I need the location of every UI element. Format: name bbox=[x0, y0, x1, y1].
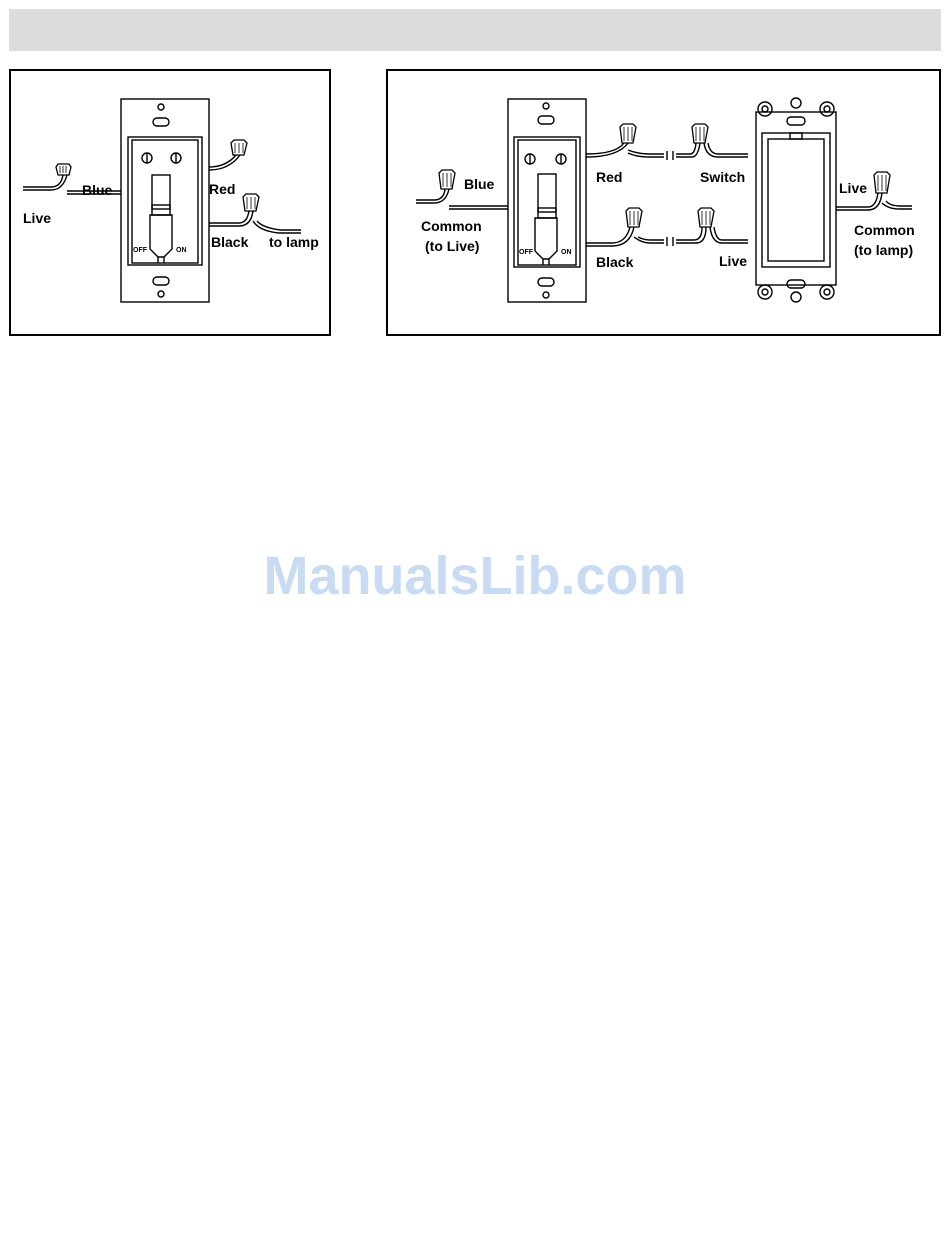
label-blue: Blue bbox=[82, 182, 113, 198]
label-red: Red bbox=[596, 169, 622, 185]
wire-black bbox=[209, 211, 249, 223]
label-switch: Switch bbox=[700, 169, 745, 185]
wire-red bbox=[586, 143, 624, 154]
watermark: ManualsLib.com bbox=[0, 545, 950, 607]
header-bar bbox=[9, 9, 941, 51]
label-black: Black bbox=[596, 254, 634, 270]
switch-body bbox=[128, 137, 202, 265]
label-on: ON bbox=[561, 249, 572, 256]
three-way-wiring-svg: Blue Common (to Live) Red Switch Black L… bbox=[388, 71, 943, 338]
label-live-right: Live bbox=[839, 180, 867, 196]
single-switch-wiring-diagram: Live Blue Red Black to lamp OFF ON bbox=[9, 69, 331, 336]
switch-body bbox=[514, 137, 580, 267]
wire-black bbox=[586, 227, 630, 243]
label-off: OFF bbox=[519, 249, 534, 256]
label-black: Black bbox=[211, 234, 249, 250]
label-common-lamp-line1: Common bbox=[854, 222, 915, 238]
label-red: Red bbox=[209, 181, 235, 197]
wall-plate bbox=[508, 99, 586, 302]
label-common-line2: (to Live) bbox=[425, 238, 479, 254]
label-blue: Blue bbox=[464, 176, 495, 192]
switch-rocker bbox=[768, 139, 824, 261]
wire-blue bbox=[23, 175, 63, 187]
label-live: Live bbox=[23, 210, 51, 226]
toggle-lever bbox=[152, 175, 170, 209]
label-common-line1: Common bbox=[421, 218, 482, 234]
single-switch-wiring-svg: Live Blue Red Black to lamp OFF ON bbox=[11, 71, 333, 338]
three-way-wiring-diagram: Blue Common (to Live) Red Switch Black L… bbox=[386, 69, 941, 336]
label-off: OFF bbox=[133, 247, 148, 254]
label-on: ON bbox=[176, 247, 187, 254]
wire-nut-icon bbox=[56, 164, 71, 175]
label-common-lamp-line2: (to lamp) bbox=[854, 242, 913, 258]
wire-blue bbox=[416, 189, 445, 200]
wire-red bbox=[209, 155, 236, 167]
label-to-lamp: to lamp bbox=[269, 234, 319, 250]
wall-plate bbox=[121, 99, 209, 302]
toggle-lever bbox=[538, 174, 556, 212]
label-live-lower: Live bbox=[719, 253, 747, 269]
